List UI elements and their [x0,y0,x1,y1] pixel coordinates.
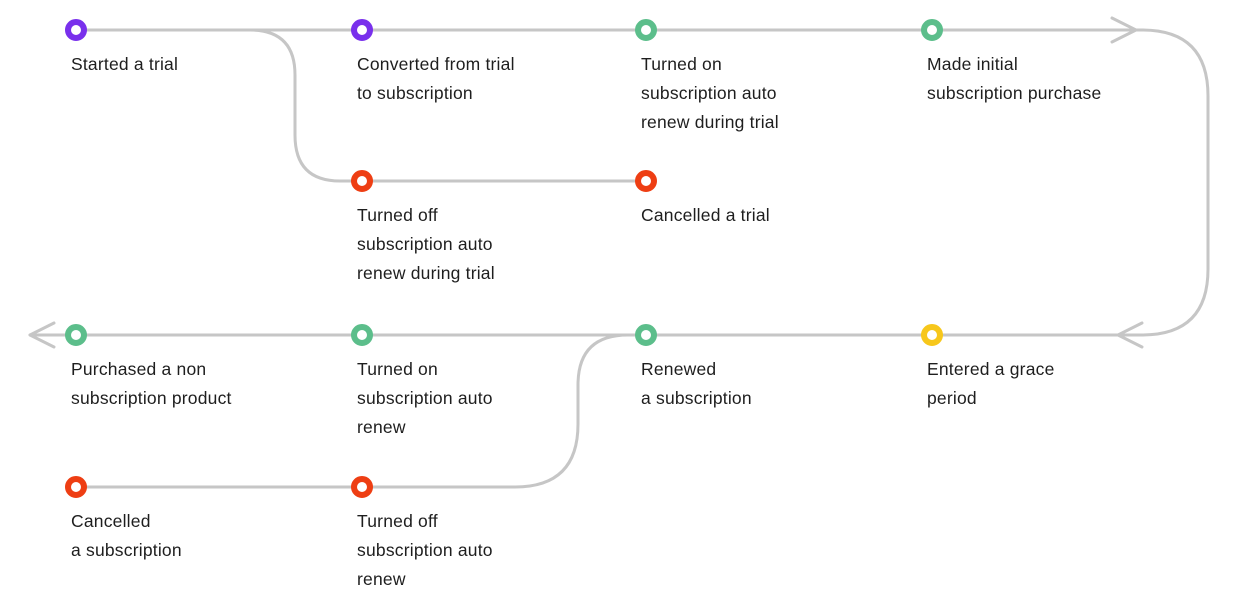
event-marker-icon [635,324,657,346]
connector-trial-branch [248,28,648,183]
event-label: Turned on subscription auto renew [357,359,493,437]
event-marker-icon [351,170,373,192]
connector-main-loop [28,28,1210,337]
event-marker-icon [351,324,373,346]
event-marker-icon [921,324,943,346]
event-marker-icon [351,476,373,498]
event-label: Started a trial [71,54,179,74]
arrow-right-icon [1110,16,1138,44]
event-marker-icon [351,19,373,41]
event-label: Cancelled a trial [641,205,770,225]
event-label: Purchased a non subscription product [71,359,232,408]
event-marker-icon [921,19,943,41]
event-label: Turned off subscription auto renew durin… [357,205,495,283]
event-label: Turned off subscription auto renew [357,511,493,589]
event-marker-icon [635,170,657,192]
event-label: Entered a grace period [927,359,1055,408]
event-marker-icon [65,324,87,346]
event-label: Converted from trial to subscription [357,54,515,103]
event-label: Turned on subscription auto renew during… [641,54,779,132]
event-marker-icon [65,19,87,41]
event-marker-icon [635,19,657,41]
event-marker-icon [65,476,87,498]
event-label: Cancelled a subscription [71,511,182,560]
arrow-left-icon [1116,321,1144,349]
event-label: Made initial subscription purchase [927,54,1102,103]
connector-cancel-branch [74,333,630,489]
arrow-left-exit-icon [28,321,56,349]
event-label: Renewed a subscription [641,359,752,408]
